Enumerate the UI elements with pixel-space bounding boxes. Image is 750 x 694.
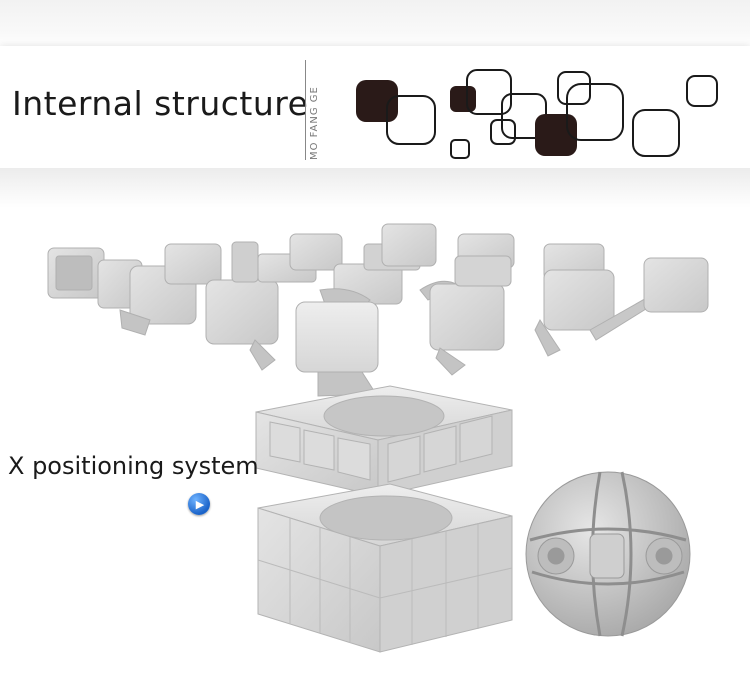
decorative-squares-icon — [356, 69, 718, 159]
feature-caption: X positioning system — [8, 452, 259, 480]
dark-square — [356, 80, 398, 122]
top-background-band — [0, 0, 750, 50]
floating-cube-pieces — [47, 223, 709, 397]
outline-square — [686, 75, 718, 107]
outline-square — [386, 95, 436, 145]
outline-square — [450, 139, 470, 159]
outline-square — [566, 83, 624, 141]
upper-cube-layer — [255, 385, 513, 497]
lower-cube-block — [257, 483, 513, 653]
arrow-glyph: ▶ — [195, 497, 205, 511]
play-arrow-icon[interactable]: ▶ — [188, 493, 210, 515]
sphere-core — [525, 471, 691, 637]
cube-exploded-view — [47, 223, 709, 653]
dark-square — [450, 86, 476, 112]
section-title: Internal structure — [12, 84, 309, 123]
header-shadow — [0, 168, 750, 208]
outline-square — [466, 69, 512, 115]
outline-square — [557, 71, 591, 105]
outline-square — [490, 119, 516, 145]
header-divider — [305, 60, 306, 160]
brand-vertical-text: MO FANG GE — [309, 86, 320, 160]
outline-square — [632, 109, 680, 157]
